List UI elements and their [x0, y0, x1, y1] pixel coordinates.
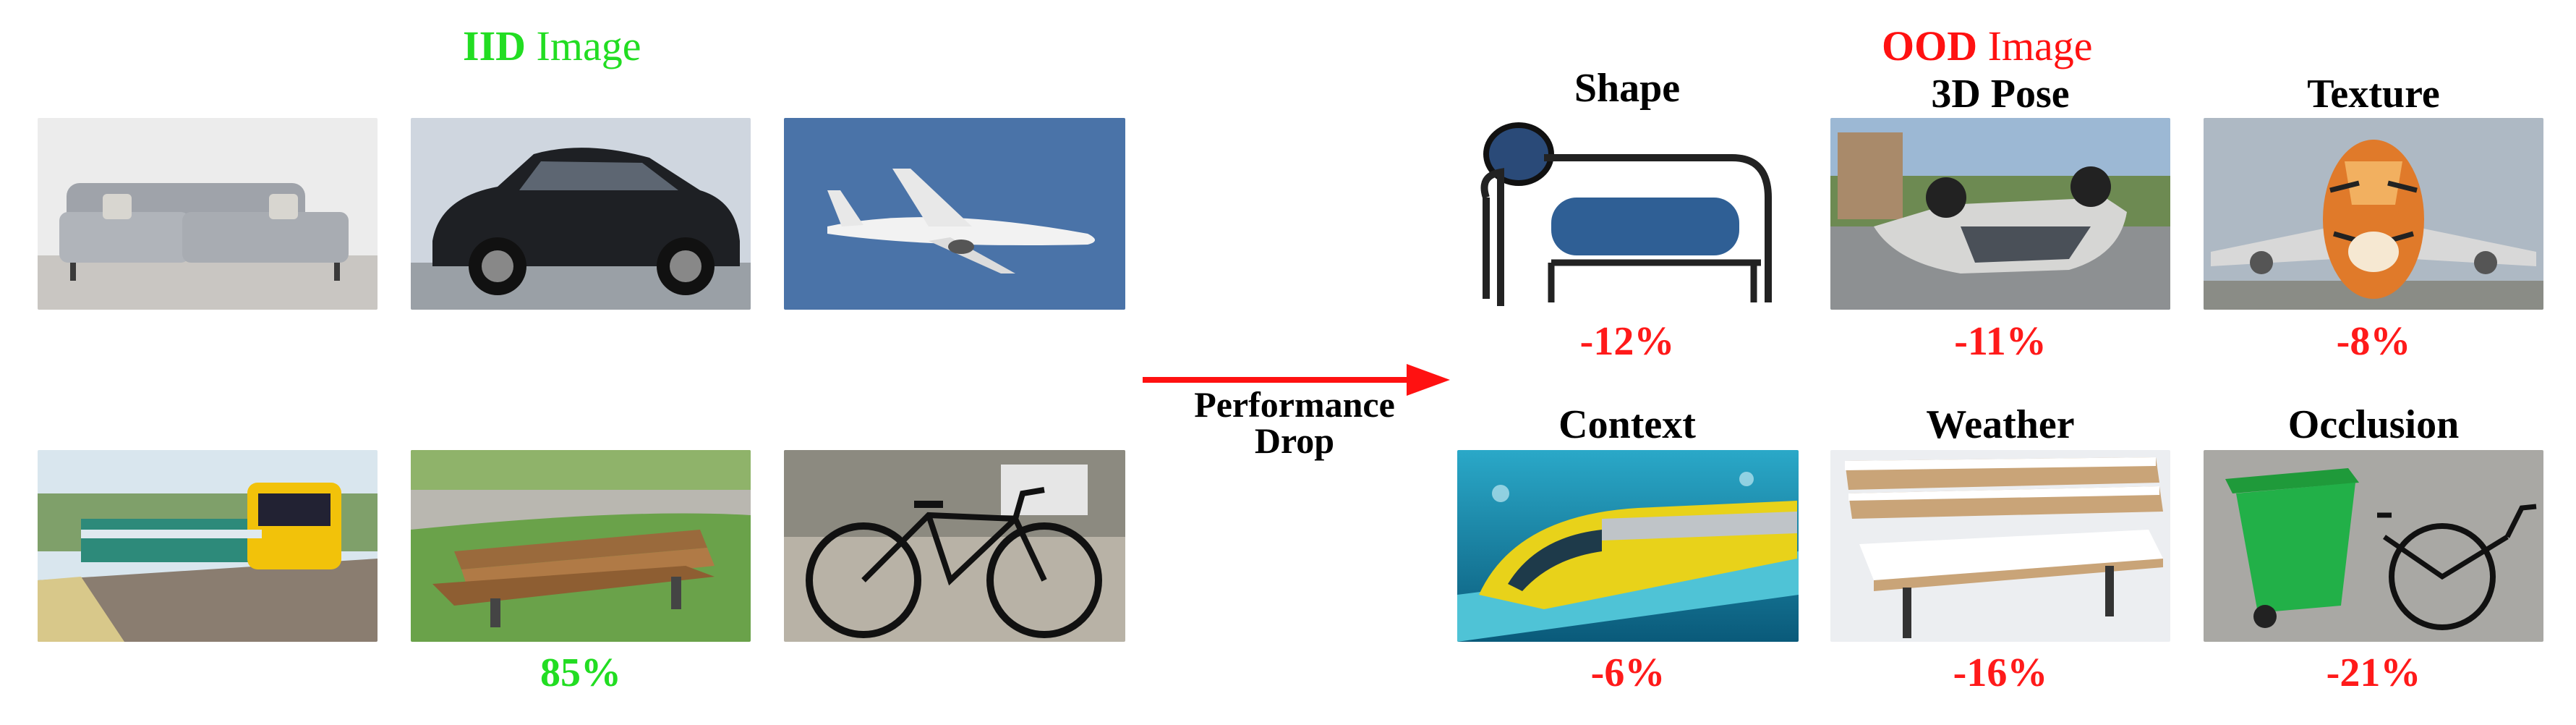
performance-drop-arrow: [1143, 364, 1450, 396]
ood-image-occlusion: [2204, 450, 2543, 642]
ood-image-texture: [2204, 118, 2543, 310]
ood-title-bold: OOD: [1882, 22, 1978, 69]
iid-image-bicycle: [784, 450, 1125, 642]
iid-title-bold: IID: [463, 22, 526, 69]
ood-image-context: [1457, 450, 1799, 642]
ood-drop-weather: -16%: [1953, 650, 2048, 695]
iid-image-sofa: [38, 118, 378, 310]
iid-accuracy: 85%: [540, 650, 621, 695]
iid-image-bench: [411, 450, 751, 642]
iid-image-airplane: [784, 118, 1125, 310]
ood-drop-occlusion: -21%: [2326, 650, 2421, 695]
ood-image-weather: [1830, 450, 2170, 642]
ood-drop-texture: -8%: [2336, 319, 2411, 364]
arrow-label-line1: Performance: [1194, 384, 1395, 425]
ood-label-shape: Shape: [1574, 66, 1681, 111]
ood-drop-shape: -12%: [1579, 319, 1675, 364]
arrow-label: Performance Drop: [1143, 386, 1446, 459]
ood-drop-context: -6%: [1590, 650, 1666, 695]
arrow-label-line2: Drop: [1254, 420, 1335, 461]
ood-image-3d-pose: [1830, 118, 2170, 310]
iid-title: IID Image: [463, 22, 641, 70]
ood-label-context: Context: [1558, 402, 1696, 447]
ood-title-rest: Image: [1977, 22, 2093, 69]
ood-image-shape: [1457, 118, 1797, 310]
ood-drop-3d-pose: -11%: [1954, 319, 2047, 364]
iid-image-car: [411, 118, 751, 310]
ood-label-texture: Texture: [2307, 72, 2440, 116]
ood-label-3d-pose: 3D Pose: [1931, 72, 2070, 116]
ood-label-occlusion: Occlusion: [2287, 402, 2460, 447]
iid-title-rest: Image: [526, 22, 641, 69]
iid-image-train: [38, 450, 378, 642]
ood-label-weather: Weather: [1926, 402, 2075, 447]
ood-title: OOD Image: [1882, 22, 2093, 70]
